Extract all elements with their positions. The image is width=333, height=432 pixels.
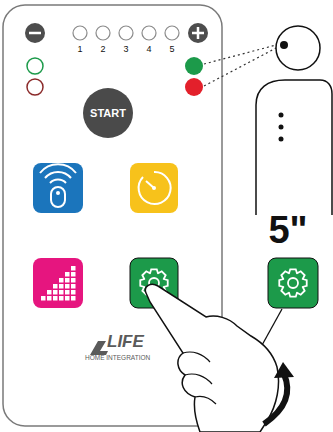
level-number: 5 xyxy=(169,45,174,55)
remote-control: LIFE HOME INTEGRATION START xyxy=(3,5,222,426)
settings-button-zoom xyxy=(268,258,318,308)
red-led-outline xyxy=(27,79,43,95)
button-label: START xyxy=(90,107,126,119)
hand xyxy=(145,284,294,432)
figure-buttons xyxy=(279,113,284,142)
minus-button xyxy=(25,23,45,43)
duration-label: 5" xyxy=(268,210,307,252)
timer-button xyxy=(130,163,178,213)
level-leds xyxy=(73,26,179,40)
red-led xyxy=(185,78,203,96)
level-number: 2 xyxy=(100,45,105,55)
level-number: 3 xyxy=(123,45,128,55)
start-button: START xyxy=(80,85,136,141)
level-button xyxy=(33,258,83,308)
logo-mark xyxy=(90,341,108,355)
sight-lines xyxy=(204,44,280,86)
green-led-outline xyxy=(27,58,43,74)
brand-name: LIFE xyxy=(107,333,144,352)
level-number: 4 xyxy=(146,45,151,55)
brand-tagline: HOME INTEGRATION xyxy=(85,354,150,361)
green-led xyxy=(185,57,203,75)
person-figure xyxy=(256,26,332,215)
eye xyxy=(280,41,288,49)
level-number: 1 xyxy=(77,45,82,55)
plus-button xyxy=(188,23,208,43)
wireless-button xyxy=(33,163,83,213)
